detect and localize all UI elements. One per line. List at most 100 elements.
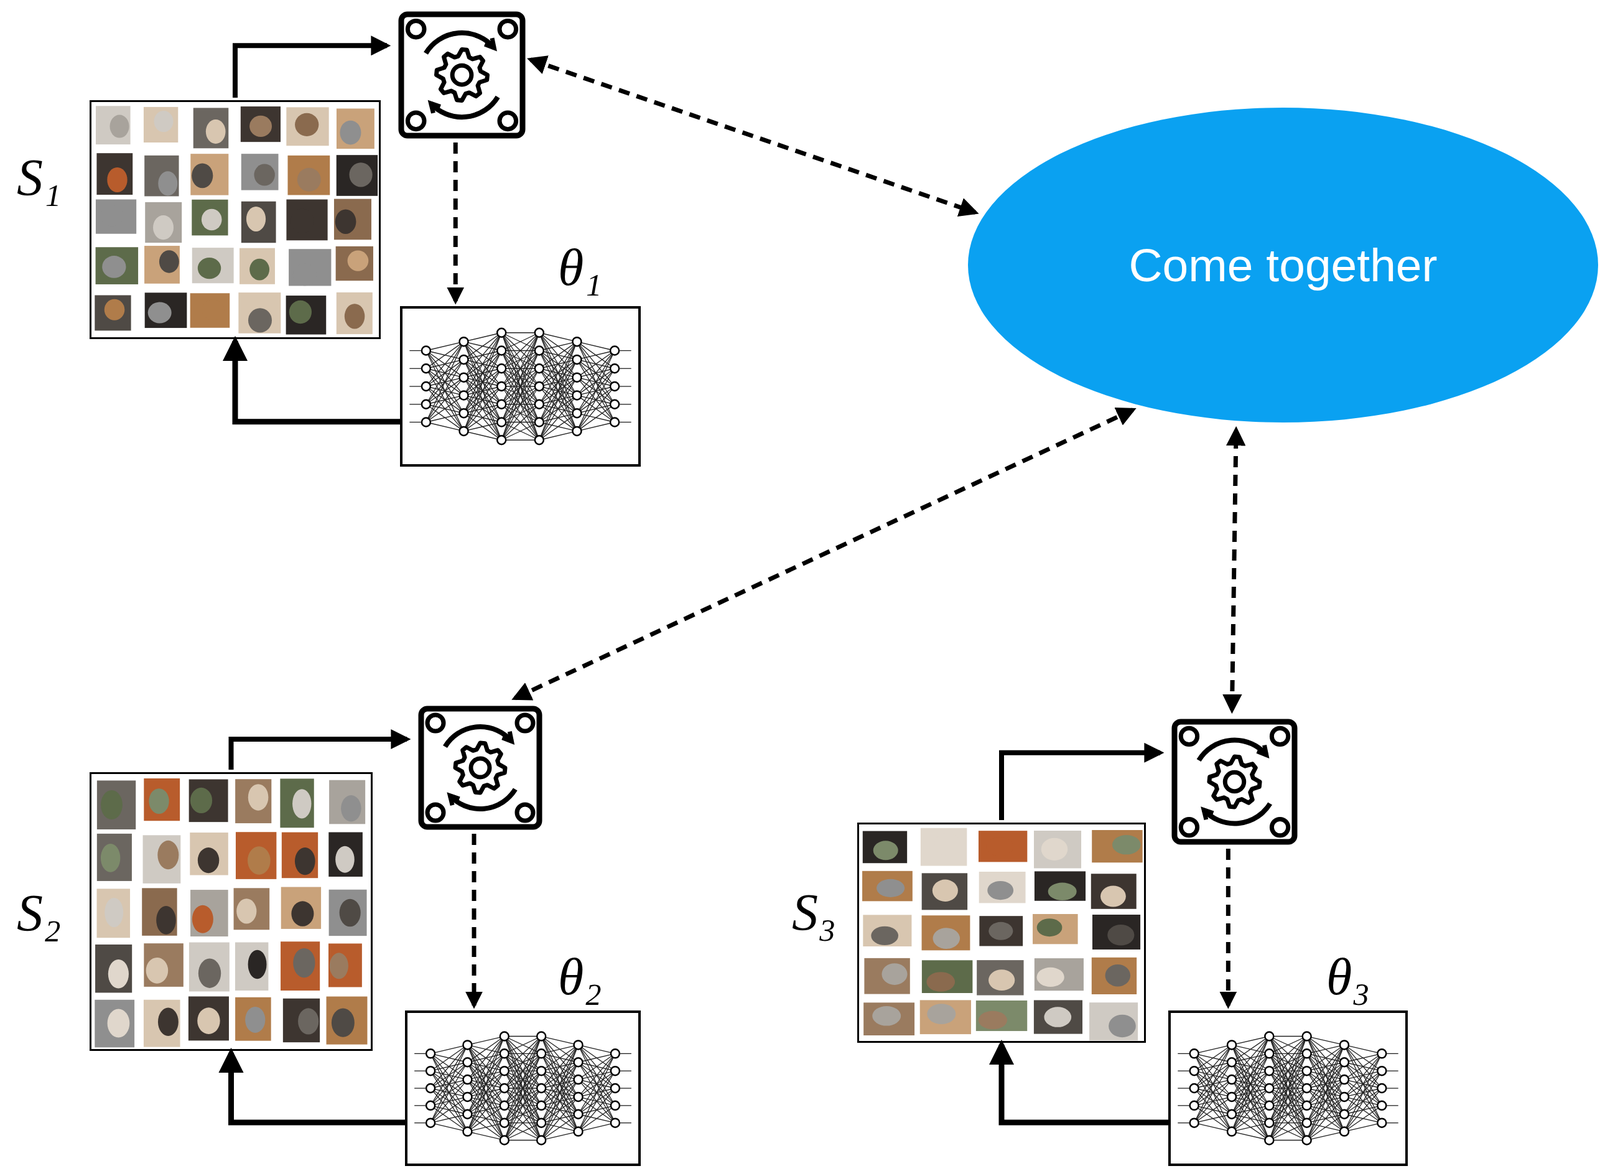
cat-photo-detail [297,167,321,192]
cat-photo [97,888,131,938]
network-link [576,422,615,432]
network-link [576,386,615,432]
network-link [426,341,465,422]
cat-photo-detail [294,113,319,137]
network-link [430,1114,468,1123]
cat-photo [95,105,131,145]
network-link [467,1131,504,1141]
cat-photo-detail [1107,924,1135,946]
cat-photo-detail [100,843,121,873]
gear-corner [407,20,425,38]
cat-photo-detail [100,205,124,226]
network-neuron [1302,1048,1312,1058]
network-link [501,368,540,440]
cat-photo [240,106,281,142]
cat-photo-detail [340,795,362,822]
network-link [539,431,578,440]
feedback-arrow [1001,1044,1169,1123]
cat-photo-detail [205,119,226,144]
network-link [430,1096,468,1123]
cat-photo-detail [331,1008,355,1038]
cat-photo-detail [201,209,223,231]
network-neuron [421,418,431,427]
network-neuron [462,1040,472,1049]
network-link [578,1053,616,1114]
network-link [504,1122,542,1141]
network-link [1231,1105,1270,1132]
network-link [504,1070,542,1140]
network-neuron [500,1066,509,1075]
gear-corner [1271,818,1288,835]
network-link [504,1036,542,1106]
network-neuron [1302,1032,1312,1041]
network-link [430,1061,468,1123]
network-neuron [1227,1057,1237,1067]
network-neuron [462,1074,472,1084]
network-link [426,341,465,405]
cat-photo [286,199,328,241]
photo-grid [94,778,368,1047]
network-neuron [610,1066,620,1075]
cat-photo-detail [154,110,174,132]
network-link [578,1053,616,1097]
network-link [467,1036,504,1132]
cat-photo-detail [1037,967,1065,987]
network-neuron [574,1040,583,1049]
cat-photo-detail [292,788,312,819]
network-neuron [1339,1127,1349,1136]
parameter-label: θ₁ [558,241,602,294]
network-link [464,377,503,441]
network-neuron [421,346,431,356]
network-neuron [497,328,506,338]
network-neuron [1302,1101,1312,1110]
network-link [1194,1061,1232,1123]
cat-photo-detail [344,303,366,329]
network-link [576,341,615,387]
network-link [504,1035,542,1037]
network-io [1177,1122,1190,1123]
cat-photo-detail [294,847,316,875]
gear-frame [421,708,540,827]
network-io [1386,1070,1398,1072]
exchange-arrow [1231,429,1237,710]
ellipse-fill [967,107,1599,423]
cat-photo [190,889,229,937]
network-link [1269,1035,1307,1037]
network-link [1269,1036,1307,1141]
cat-photo [920,999,972,1034]
cat-photo-detail [1041,837,1069,861]
network-link [1306,1079,1345,1140]
network-link [541,1044,578,1123]
neural-network [1170,1012,1406,1164]
network-neuron [500,1032,509,1041]
cat-photo-detail [191,162,213,188]
cat-photo-detail [157,840,179,870]
cat-photo-detail [873,840,899,860]
network-link [1194,1122,1232,1132]
cat-photo-detail [1037,918,1063,937]
cat-photo [190,153,229,195]
network-neuron [610,1101,620,1110]
cat-photo [144,155,179,197]
network-link [504,1088,542,1140]
network-io [1177,1104,1190,1106]
network-neuron [497,346,506,356]
cat-photo [329,889,368,936]
network-neuron [534,381,544,391]
gear-corner [427,804,444,821]
network-link [578,1044,616,1105]
network-link [426,350,465,432]
network-link [1344,1053,1382,1097]
input-arrow [1001,752,1161,820]
network-neuron [1264,1083,1274,1093]
network-link [578,1053,616,1131]
network-neuron [574,1057,583,1067]
gear-hub [1224,772,1244,791]
cat-photo-detail [159,250,180,273]
network-link [576,404,615,432]
cat-photo [1089,1002,1138,1041]
network-link [1269,1053,1307,1140]
network-link [539,341,578,405]
image-set-box: S₁ [89,100,381,340]
network-neuron [500,1048,509,1058]
